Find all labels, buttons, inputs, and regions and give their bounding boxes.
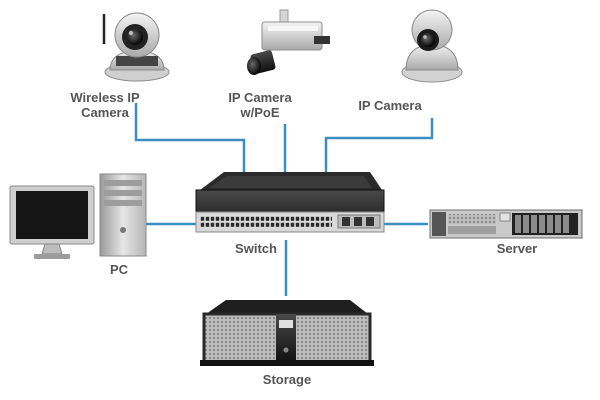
node-label-switch: Switch bbox=[235, 241, 277, 256]
network-switch-icon bbox=[195, 172, 385, 233]
node-label-ip-camera-poe: IP Camera w/PoE bbox=[200, 90, 320, 120]
label-line-2: w/PoE bbox=[240, 105, 280, 120]
rack-server-icon bbox=[429, 209, 583, 239]
box-ip-camera-icon bbox=[247, 9, 330, 75]
dome-ip-camera-icon bbox=[401, 9, 463, 83]
node-label-wireless-ip-camera: Wireless IP Camera bbox=[40, 90, 170, 120]
link-wireless-camera-switch bbox=[134, 103, 246, 174]
desktop-pc-icon bbox=[9, 173, 147, 259]
node-label-pc: PC bbox=[109, 262, 129, 277]
storage-array-icon bbox=[200, 300, 374, 366]
label-line-1: Wireless IP bbox=[70, 90, 140, 105]
label-line-2: Camera bbox=[81, 105, 129, 120]
node-label-storage: Storage bbox=[262, 372, 312, 387]
connection-links bbox=[134, 103, 434, 296]
link-ip-camera-switch bbox=[324, 118, 434, 174]
label-line-1: IP Camera bbox=[228, 90, 292, 105]
node-label-ip-camera: IP Camera bbox=[358, 98, 422, 113]
wireless-ip-camera-icon bbox=[102, 12, 170, 82]
node-label-server: Server bbox=[496, 241, 538, 256]
